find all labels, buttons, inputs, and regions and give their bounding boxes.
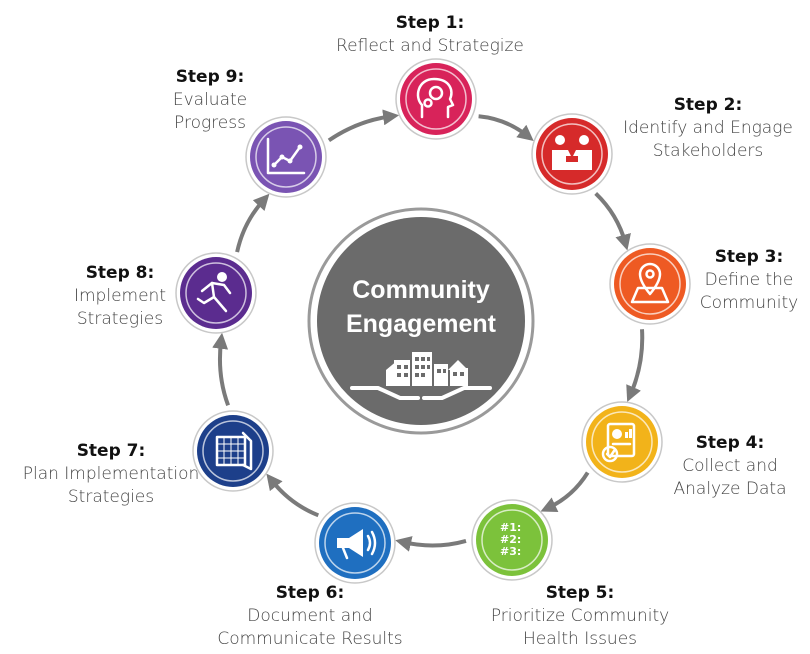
icon-list-number: #2:: [500, 533, 521, 546]
cycle-arrow: [235, 193, 270, 253]
step-description: Reflect and Strategize: [336, 36, 524, 56]
step-number: Step 4:: [695, 433, 765, 453]
step-node-3: [609, 243, 691, 325]
step-node-1: [395, 58, 477, 140]
cycle-arrow: [594, 191, 631, 251]
cycle-arrow: [395, 536, 467, 552]
step-description: Plan Implementation Strategies: [22, 464, 200, 507]
step-number: Step 9:: [175, 67, 245, 87]
step-description: Identify and Engage Stakeholders: [623, 118, 793, 161]
step-node-9: [245, 116, 327, 198]
step-label-2: Step 2: Identify and Engage Stakeholders: [608, 94, 808, 163]
cycle-arrow: [540, 471, 590, 512]
handshake-icon: [552, 135, 592, 170]
step-label-4: Step 4: Collect and Analyze Data: [660, 432, 800, 501]
cycle-arrow: [212, 332, 230, 406]
report-icon: [601, 422, 636, 463]
step-node-2: [531, 113, 613, 195]
step-label-6: Step 6: Document and Communicate Results: [200, 582, 420, 651]
step-number: Step 6:: [275, 583, 345, 603]
step-number: Step 1:: [395, 13, 465, 33]
blueprint-icon: [215, 431, 253, 471]
step-node-8: [175, 252, 257, 334]
cycle-arrow: [266, 473, 320, 518]
megaphone-icon: [337, 529, 377, 560]
center-hub: Community Engagement: [307, 207, 535, 435]
hands-icon: [350, 386, 492, 400]
head-gears-icon: [416, 77, 455, 119]
step-description: Define the Community: [699, 270, 799, 313]
step-description: Collect and Analyze Data: [673, 456, 787, 499]
running-person-icon: [196, 272, 232, 313]
step-label-7: Step 7: Plan Implementation Strategies: [4, 440, 218, 509]
step-description: Implement Strategies: [73, 286, 166, 329]
center-title-line2: Engagement: [346, 310, 497, 338]
center-title-line1: Community: [352, 276, 490, 304]
step-node-7: [192, 410, 274, 492]
step-label-3: Step 3: Define the Community: [690, 246, 808, 315]
step-number: Step 3:: [714, 247, 784, 267]
step-label-9: Step 9: Evaluate Progress: [150, 66, 270, 135]
step-node-5: #1:#2:#3:: [471, 499, 553, 581]
step-description: Prioritize Community Health Issues: [490, 606, 670, 649]
step-nodes: #1:#2:#3:: [175, 58, 691, 584]
step-number: Step 7:: [76, 441, 146, 461]
cycle-arrow: [478, 114, 534, 142]
step-description: Evaluate Progress: [172, 90, 248, 133]
step-node-4: [581, 401, 663, 483]
step-label-1: Step 1: Reflect and Strategize: [310, 12, 550, 58]
step-label-5: Step 5: Prioritize Community Health Issu…: [470, 582, 690, 651]
step-label-8: Step 8: Implement Strategies: [50, 262, 190, 331]
map-pin-icon: [630, 262, 670, 304]
step-description: Document and Communicate Results: [217, 606, 403, 649]
icon-list-number: #1:: [500, 521, 521, 534]
cycle-arrow: [626, 329, 645, 403]
numbered-list-icon: #1:#2:#3:: [500, 521, 521, 558]
cycle-arrows: [212, 109, 645, 552]
step-number: Step 2:: [673, 95, 743, 115]
line-chart-icon: [266, 137, 306, 175]
buildings-icon: [386, 352, 468, 386]
step-number: Step 5:: [545, 583, 615, 603]
step-node-6: [314, 502, 396, 584]
icon-list-number: #3:: [500, 545, 521, 558]
step-number: Step 8:: [85, 263, 155, 283]
cycle-arrow: [327, 109, 400, 143]
